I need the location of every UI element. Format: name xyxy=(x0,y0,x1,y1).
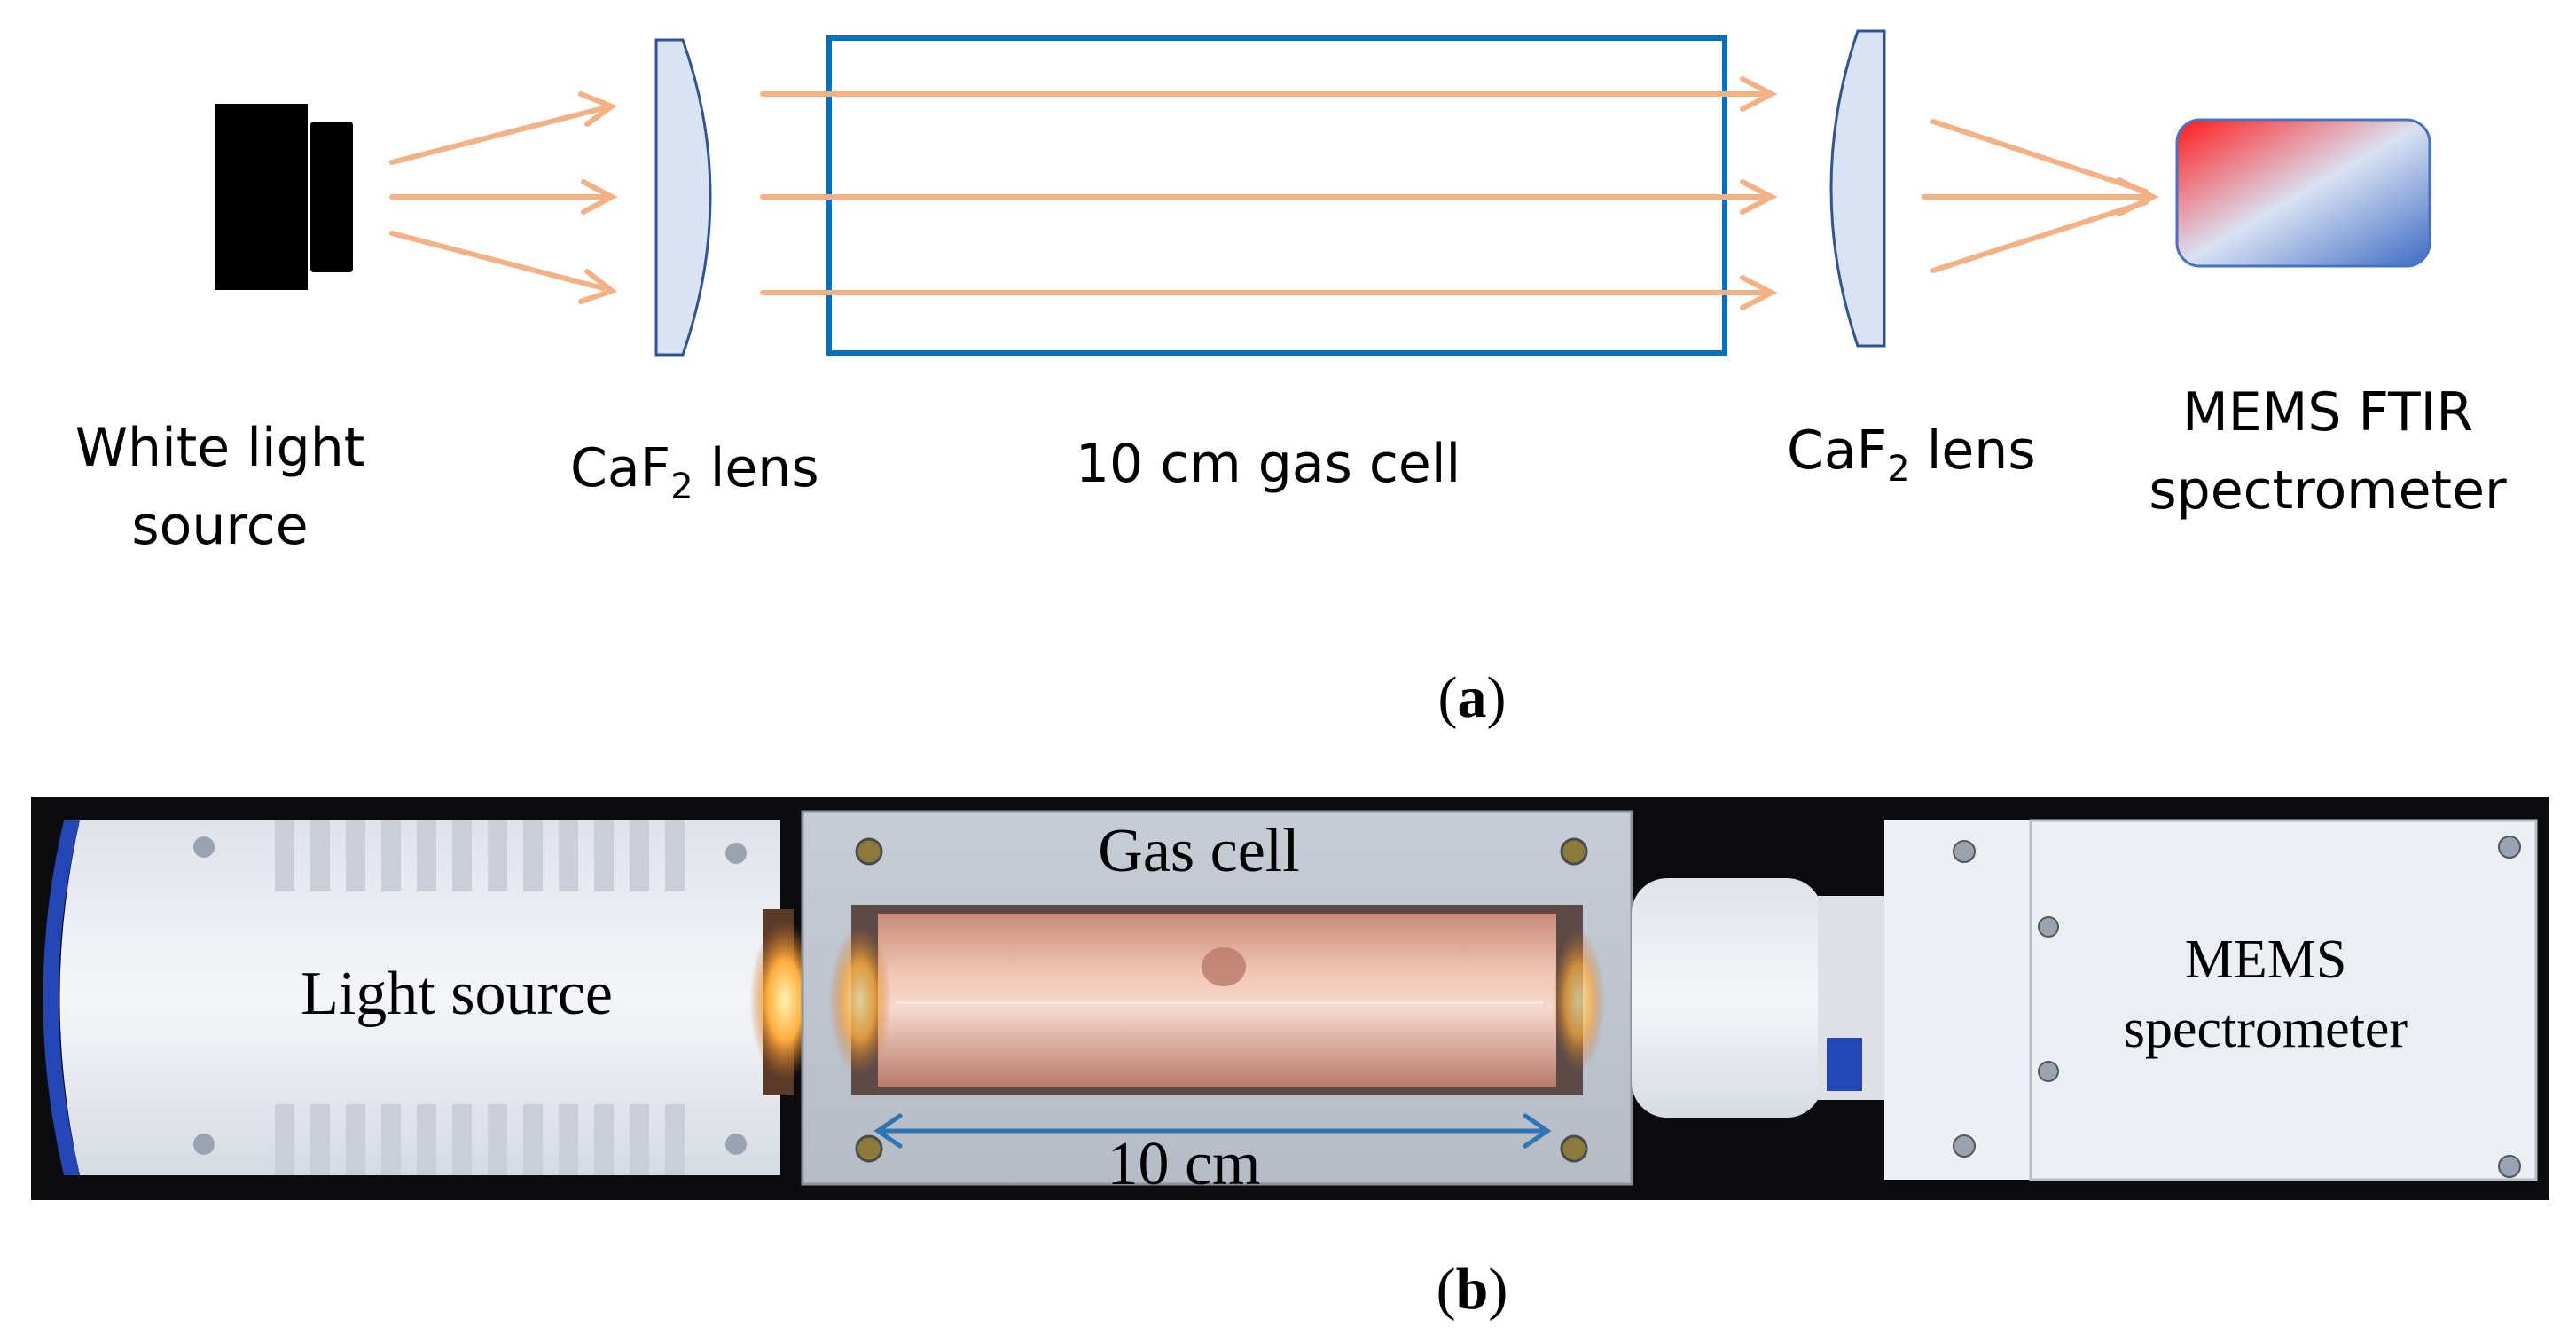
parallel-beams xyxy=(760,76,1778,310)
gas-cell-label: 10 cm gas cell xyxy=(1076,433,1460,495)
converging-beams xyxy=(1922,119,2159,273)
mems-spectrometer-label-line1: MEMS xyxy=(2185,930,2347,990)
lens2-label: CaF2 lens xyxy=(1787,420,2036,490)
gas-cell-photo-label: Gas cell xyxy=(1098,817,1299,885)
caf2-lens-1 xyxy=(654,38,712,357)
panel-b-caption-close: ) xyxy=(1488,1257,1507,1322)
lens1-label-prefix: CaF xyxy=(570,437,670,499)
mems-spectrometer-device xyxy=(1884,819,2538,1181)
length-label: 10 cm xyxy=(1107,1130,1260,1198)
lens1-label-sub: 2 xyxy=(670,467,693,507)
panel-b-caption: (b) xyxy=(1437,1257,1508,1322)
diverging-beams xyxy=(389,91,618,304)
gas-cell-device xyxy=(801,810,1633,1186)
spectrometer-label-line1: MEMS FTIR xyxy=(2182,381,2473,443)
light-source-label: Light source xyxy=(301,960,613,1028)
lens2-label-prefix: CaF xyxy=(1787,420,1887,482)
panel-a-schematic: White light source CaF2 lens 10 cm gas c… xyxy=(75,29,2507,730)
panel-a-caption-close: ) xyxy=(1487,665,1507,730)
source-label-line2: source xyxy=(131,495,308,557)
lens1-label: CaF2 lens xyxy=(570,437,819,507)
lens2-label-suffix: lens xyxy=(1910,420,2036,482)
panel-b-caption-open: ( xyxy=(1437,1257,1456,1322)
source-label-line1: White light xyxy=(75,417,365,479)
coupler-tube xyxy=(1632,878,1889,1118)
mems-spectrometer-label-line2: spectrometer xyxy=(2124,999,2408,1059)
mems-ftir-spectrometer-icon xyxy=(2175,118,2431,268)
panel-a-caption-open: ( xyxy=(1438,665,1458,730)
spectrometer-label-line2: spectrometer xyxy=(2149,459,2507,522)
white-light-source-icon xyxy=(215,104,353,290)
lens1-label-suffix: lens xyxy=(693,437,819,499)
panel-a-caption-letter: a xyxy=(1458,665,1487,730)
panel-a-caption: (a) xyxy=(1438,665,1507,730)
lens2-label-sub: 2 xyxy=(1887,449,1909,490)
light-source-device xyxy=(43,820,820,1175)
panel-b-photo: Light source Gas cell 10 cm MEMS spectro… xyxy=(31,797,2549,1200)
panel-b-caption-letter: b xyxy=(1456,1257,1489,1322)
caf2-lens-2 xyxy=(1829,29,1886,348)
length-dimension-arrow xyxy=(873,1113,1552,1149)
